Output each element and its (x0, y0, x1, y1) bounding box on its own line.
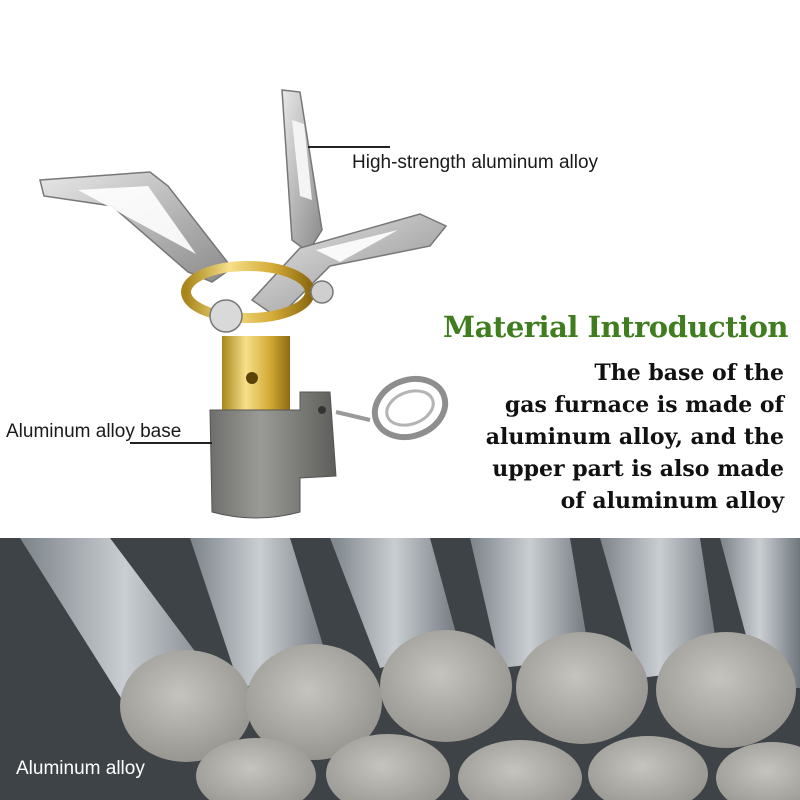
arms-material-label: High-strength aluminum alloy (352, 152, 599, 173)
description-line: The base of the (594, 360, 784, 386)
stove-illustration (39, 89, 449, 519)
aluminum-rods-image (0, 538, 800, 800)
arms-leader-line (308, 146, 390, 148)
description-line: of aluminum alloy (560, 488, 784, 514)
description-line: upper part is also made (492, 456, 784, 482)
product-panel: High-strength aluminum alloy Aluminum al… (6, 89, 789, 519)
rods-caption: Aluminum alloy (16, 758, 145, 779)
base-leader-line (130, 442, 212, 444)
aluminum-rods-photo: Aluminum alloy (0, 538, 800, 800)
material-description: The base of the gas furnace is made of a… (464, 357, 784, 517)
description-line: aluminum alloy, and the (485, 424, 784, 450)
description-line: gas furnace is made of (504, 392, 784, 418)
base-material-label: Aluminum alloy base (6, 421, 182, 442)
section-heading: Material Introduction (443, 310, 788, 344)
